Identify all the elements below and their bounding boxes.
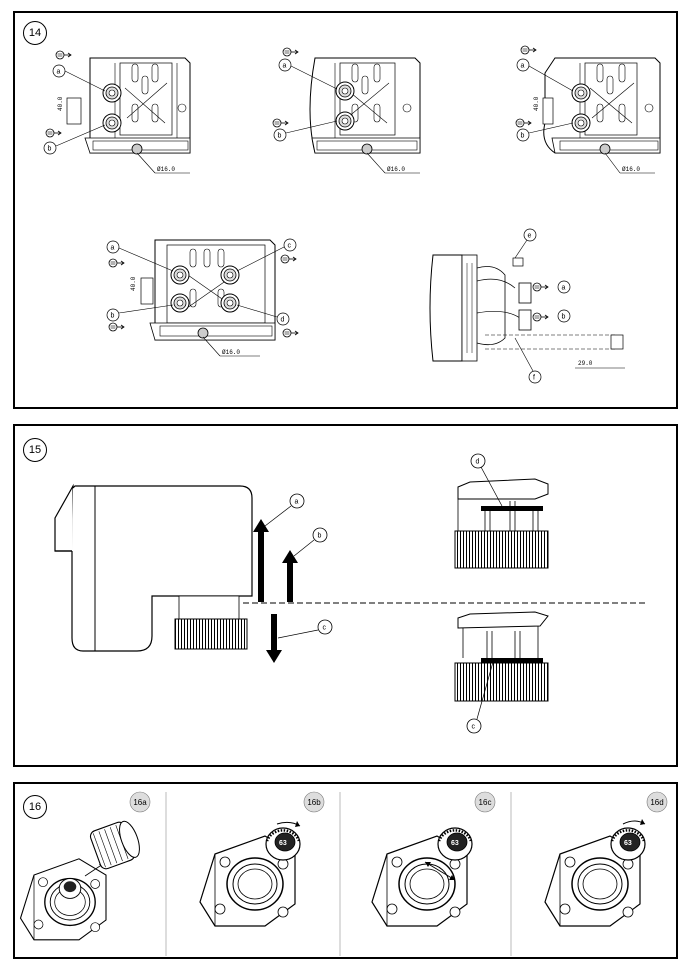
up-arrow-b — [282, 550, 298, 602]
label-b-1: b — [48, 146, 52, 153]
label-c-4: c — [288, 243, 292, 250]
step-16-panel: 16 63 — [13, 782, 678, 959]
label-d-4: d — [281, 317, 285, 324]
step-15-diagram: a b c d — [54, 453, 647, 734]
sub-label-16d: 16d — [650, 798, 663, 807]
sub-step-16a: 16a — [19, 791, 151, 941]
step-15-number: 15 — [23, 438, 47, 462]
step-14-number: 14 — [23, 21, 47, 45]
valve-detail-upper — [454, 478, 549, 569]
label-b-4: b — [111, 313, 115, 320]
sub-label-16c: 16c — [479, 798, 492, 807]
sub-label-16b: 16b — [307, 798, 321, 807]
dim-dia-2: Ø16.0 — [387, 166, 405, 173]
step-14-panel: 14 — [13, 11, 678, 409]
dim-width-5: 29.0 — [578, 360, 593, 367]
label-a-1: a — [57, 69, 61, 76]
actuator-body — [54, 483, 253, 652]
boiler-diagram-2: a b Ø16.0 — [272, 47, 421, 174]
dim-height-4: 40.0 — [130, 276, 137, 291]
dim-dia-4: Ø16.0 — [222, 349, 240, 356]
step-15-panel: 15 — [13, 424, 678, 767]
label-a-3: a — [521, 63, 525, 70]
sub-step-16b: 16b — [199, 791, 325, 927]
boiler-diagram-3: 40.0 a b Ø16.0 — [515, 45, 661, 174]
dim-height-1: 40.0 — [57, 96, 64, 111]
sub-step-16d: 16d — [544, 791, 668, 927]
dim-dia-1: Ø16.0 — [157, 166, 175, 173]
label-a-4: a — [111, 245, 115, 252]
label-f-5: f — [533, 375, 535, 382]
label-a-2: a — [283, 63, 287, 70]
boiler-diagram-1: 40.0 a b Ø16.0 — [43, 50, 191, 174]
step-16-diagram: 63 16a — [19, 791, 668, 956]
label-c2-15: c — [472, 724, 476, 731]
label-b-15: b — [318, 533, 322, 540]
label-a-15: a — [295, 499, 299, 506]
dim-height-3: 40.0 — [533, 96, 540, 111]
label-e-5: e — [528, 233, 532, 240]
boiler-diagram-4: 40.0 a b c d Ø16.0 — [106, 238, 299, 357]
down-arrow-c — [266, 614, 282, 663]
label-b-5: b — [562, 314, 566, 321]
label-b-2: b — [278, 133, 282, 140]
sub-label-16a: 16a — [133, 798, 147, 807]
up-arrow-a — [253, 519, 269, 602]
boiler-side-diagram: 29.0 a b e f — [429, 228, 625, 384]
label-b-3: b — [521, 133, 525, 140]
step-16-number: 16 — [23, 795, 47, 819]
dim-dia-3: Ø16.0 — [622, 166, 640, 173]
label-d-15: d — [476, 459, 480, 466]
label-a-5: a — [562, 285, 566, 292]
valve-detail-lower — [454, 611, 549, 702]
sub-step-16c: 16c — [371, 791, 496, 927]
label-c-15: c — [323, 625, 327, 632]
step-14-diagram: 40.0 a b Ø16.0 — [43, 45, 661, 384]
